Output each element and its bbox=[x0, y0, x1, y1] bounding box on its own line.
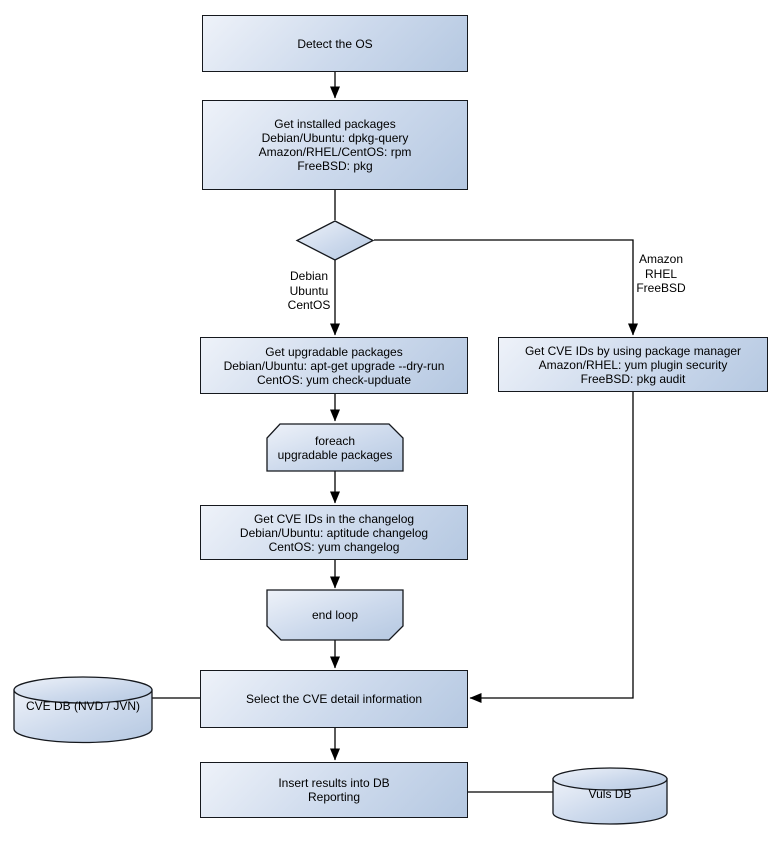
node-line: end loop bbox=[311, 608, 359, 622]
node-get-upgradable-packages: Get upgradable packages Debian/Ubuntu: a… bbox=[200, 337, 468, 394]
node-line: Amazon/RHEL: yum plugin security bbox=[538, 357, 728, 372]
node-detect-os: Detect the OS bbox=[202, 15, 468, 72]
node-detect-os-label: Detect the OS bbox=[297, 36, 373, 51]
node-line: Insert results into DB bbox=[278, 776, 390, 790]
node-line: upgradable packages bbox=[277, 447, 393, 462]
node-line: CentOS: yum check-upduate bbox=[256, 372, 412, 387]
node-line: CVE DB (NVD / JVN) bbox=[25, 699, 140, 713]
node-line: FreeBSD: pkg bbox=[297, 159, 373, 173]
node-cve-db-label: CVE DB (NVD / JVN) bbox=[14, 684, 152, 728]
node-line: Vuls DB bbox=[588, 787, 632, 801]
node-vuls-db-label: Vuls DB bbox=[553, 772, 667, 816]
node-line: Get upgradable packages bbox=[265, 344, 403, 359]
end-loop-shape bbox=[266, 589, 404, 641]
node-line: foreach bbox=[314, 433, 356, 448]
cve-db-cylinder bbox=[13, 676, 153, 744]
node-line: Debian/Ubuntu: dpkg-query bbox=[261, 131, 409, 145]
node-line: CentOS: yum changelog bbox=[268, 539, 400, 554]
edge-pkgmgr-to-select bbox=[469, 392, 634, 703]
node-line: Get CVE IDs by using package manager bbox=[524, 343, 742, 358]
branch-right-label: Amazon RHEL FreeBSD bbox=[621, 252, 701, 296]
foreach-loop-shape bbox=[266, 423, 404, 472]
node-line: Amazon/RHEL/CentOS: rpm bbox=[258, 145, 412, 159]
edge-label-line: FreeBSD bbox=[636, 281, 686, 295]
node-get-cve-changelog: Get CVE IDs in the changelog Debian/Ubun… bbox=[200, 505, 468, 560]
decision-diamond bbox=[295, 220, 375, 261]
node-line: Debian/Ubuntu: aptitude changelog bbox=[239, 525, 429, 540]
vuls-db-cylinder bbox=[552, 767, 668, 825]
edge-label-line: CentOS bbox=[287, 298, 331, 312]
edge-label-line: RHEL bbox=[644, 266, 677, 281]
node-get-installed-packages: Get installed packages Debian/Ubuntu: dp… bbox=[202, 100, 468, 190]
edge-decision-to-pkgmgr bbox=[374, 239, 638, 336]
node-line: FreeBSD: pkg audit bbox=[580, 371, 686, 386]
node-foreach-loop-label: foreach upgradable packages bbox=[267, 424, 403, 471]
node-line: Get installed packages bbox=[274, 117, 396, 131]
node-line: Reporting bbox=[307, 790, 361, 804]
node-line: Get CVE IDs in the changelog bbox=[253, 511, 415, 526]
node-get-cve-package-manager: Get CVE IDs by using package manager Ama… bbox=[498, 337, 768, 392]
node-end-loop-label: end loop bbox=[267, 590, 403, 640]
branch-left-label: Debian Ubuntu CentOS bbox=[269, 269, 349, 313]
node-select-cve-detail: Select the CVE detail information bbox=[200, 670, 468, 728]
edge-label-line: Amazon bbox=[638, 252, 684, 266]
node-line: Debian/Ubuntu: apt-get upgrade --dry-run bbox=[223, 358, 445, 373]
edge-label-line: Debian bbox=[289, 269, 329, 283]
node-line: Select the CVE detail information bbox=[245, 692, 423, 706]
node-insert-results: Insert results into DB Reporting bbox=[200, 762, 468, 818]
edge-label-line: Ubuntu bbox=[289, 283, 329, 298]
